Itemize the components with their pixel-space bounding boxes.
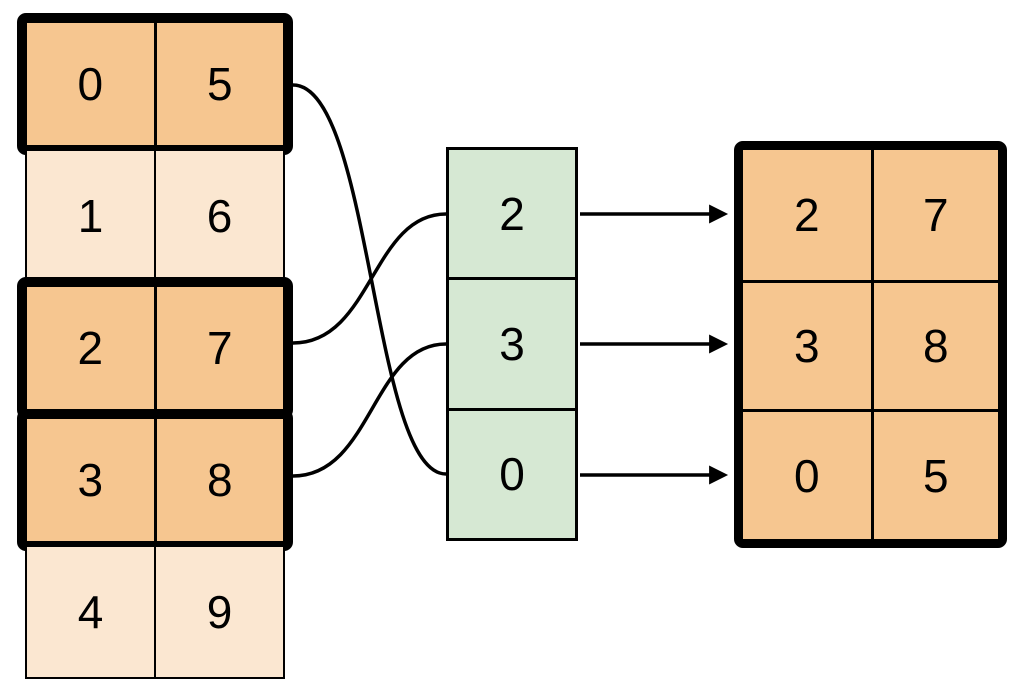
index-table: 2 3 0 [446, 147, 578, 541]
source-cell-r1c1: 6 [154, 151, 283, 281]
curve-source-row-0-to-index-cell-2 [292, 83, 447, 476]
source-row-4: 4 9 [25, 545, 285, 679]
source-cell-r2c1: 7 [153, 287, 284, 409]
source-row-0: 0 5 [17, 13, 293, 155]
source-cell-r0c1: 5 [153, 23, 284, 145]
source-cell-r0c0: 0 [77, 58, 104, 110]
result-cell-r1c1: 8 [870, 279, 998, 410]
result-table: 2 7 3 8 0 5 [734, 141, 1007, 548]
source-cell-r3c0: 3 [77, 454, 104, 506]
result-cell-r0c1: 7 [870, 150, 999, 280]
result-cell-r0c0: 2 [793, 188, 820, 241]
source-cell-r2c0: 2 [77, 322, 104, 374]
index-cell-2: 0 [449, 407, 575, 538]
curve-source-row-2-to-index-cell-0 [292, 212, 447, 345]
source-cell-r4c0: 4 [77, 586, 104, 638]
index-cell-0: 2 [499, 187, 525, 240]
index-cell-1: 3 [449, 277, 575, 407]
source-row-1: 1 6 [25, 149, 285, 283]
source-cell-r4c1: 9 [154, 547, 283, 677]
source-row-3: 3 8 [17, 409, 293, 551]
source-cell-r3c1: 8 [153, 419, 284, 541]
result-cell-r2c0: 0 [743, 409, 871, 539]
result-cell-r1c0: 3 [743, 279, 871, 410]
source-row-2: 2 7 [17, 277, 293, 419]
curve-source-row-3-to-index-cell-1 [292, 342, 447, 478]
result-cell-r2c1: 5 [870, 409, 998, 539]
source-cell-r1c0: 1 [77, 190, 104, 242]
